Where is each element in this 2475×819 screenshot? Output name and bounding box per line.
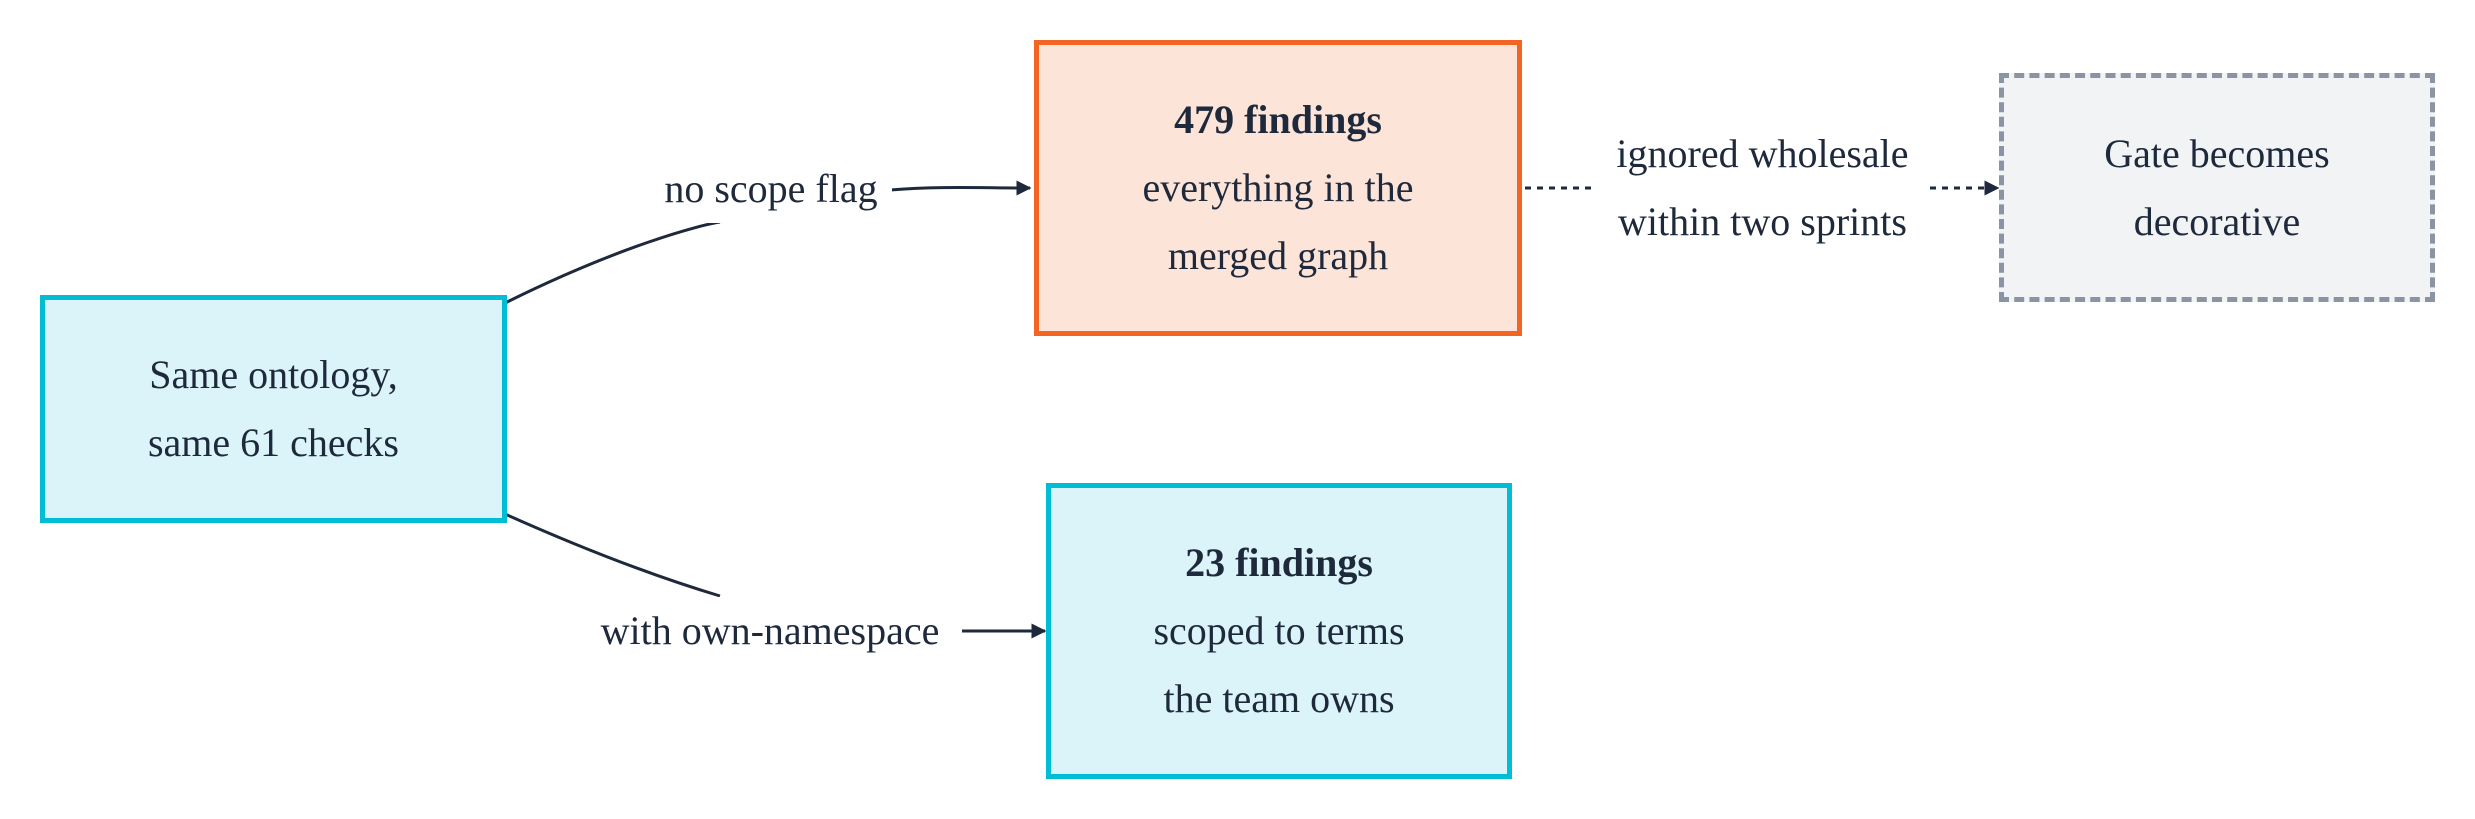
node-same-ontology-line1: Same ontology,: [149, 352, 398, 397]
edge-label-with-own-namespace-text: with own-namespace: [600, 608, 940, 653]
edge-label-ignored-line2: within two sprints: [1618, 199, 1907, 244]
node-479-findings-line2: merged graph: [1167, 233, 1389, 278]
node-23-findings: 23 findings scoped to terms the team own…: [1046, 483, 1512, 779]
node-gate-decorative: Gate becomes decorative: [1999, 73, 2435, 302]
node-479-findings-line1: everything in the: [1142, 165, 1414, 210]
node-23-findings-title: 23 findings: [1185, 540, 1373, 585]
node-479-findings: 479 findings everything in the merged gr…: [1034, 40, 1522, 336]
node-same-ontology: Same ontology, same 61 checks: [40, 295, 507, 523]
edge-label-ignored-line1: ignored wholesale: [1616, 131, 1909, 176]
node-gate-decorative-line2: decorative: [2133, 198, 2301, 244]
node-same-ontology-line2: same 61 checks: [147, 420, 399, 465]
node-23-findings-line1: scoped to terms: [1153, 608, 1405, 653]
edge-label-no-scope-flag-text: no scope flag: [664, 166, 878, 211]
edge-label-no-scope-flag: no scope flag: [650, 155, 892, 223]
node-gate-decorative-line1: Gate becomes: [2104, 130, 2330, 176]
node-479-findings-title: 479 findings: [1174, 97, 1382, 142]
node-23-findings-line2: the team owns: [1163, 676, 1395, 721]
edge-label-ignored-wholesale: ignored wholesale within two sprints: [1595, 120, 1930, 256]
edge-with-own-namespace: [504, 512, 1045, 631]
edge-no-scope-flag: [504, 188, 1030, 305]
edge-label-with-own-namespace: with own-namespace: [578, 597, 962, 665]
